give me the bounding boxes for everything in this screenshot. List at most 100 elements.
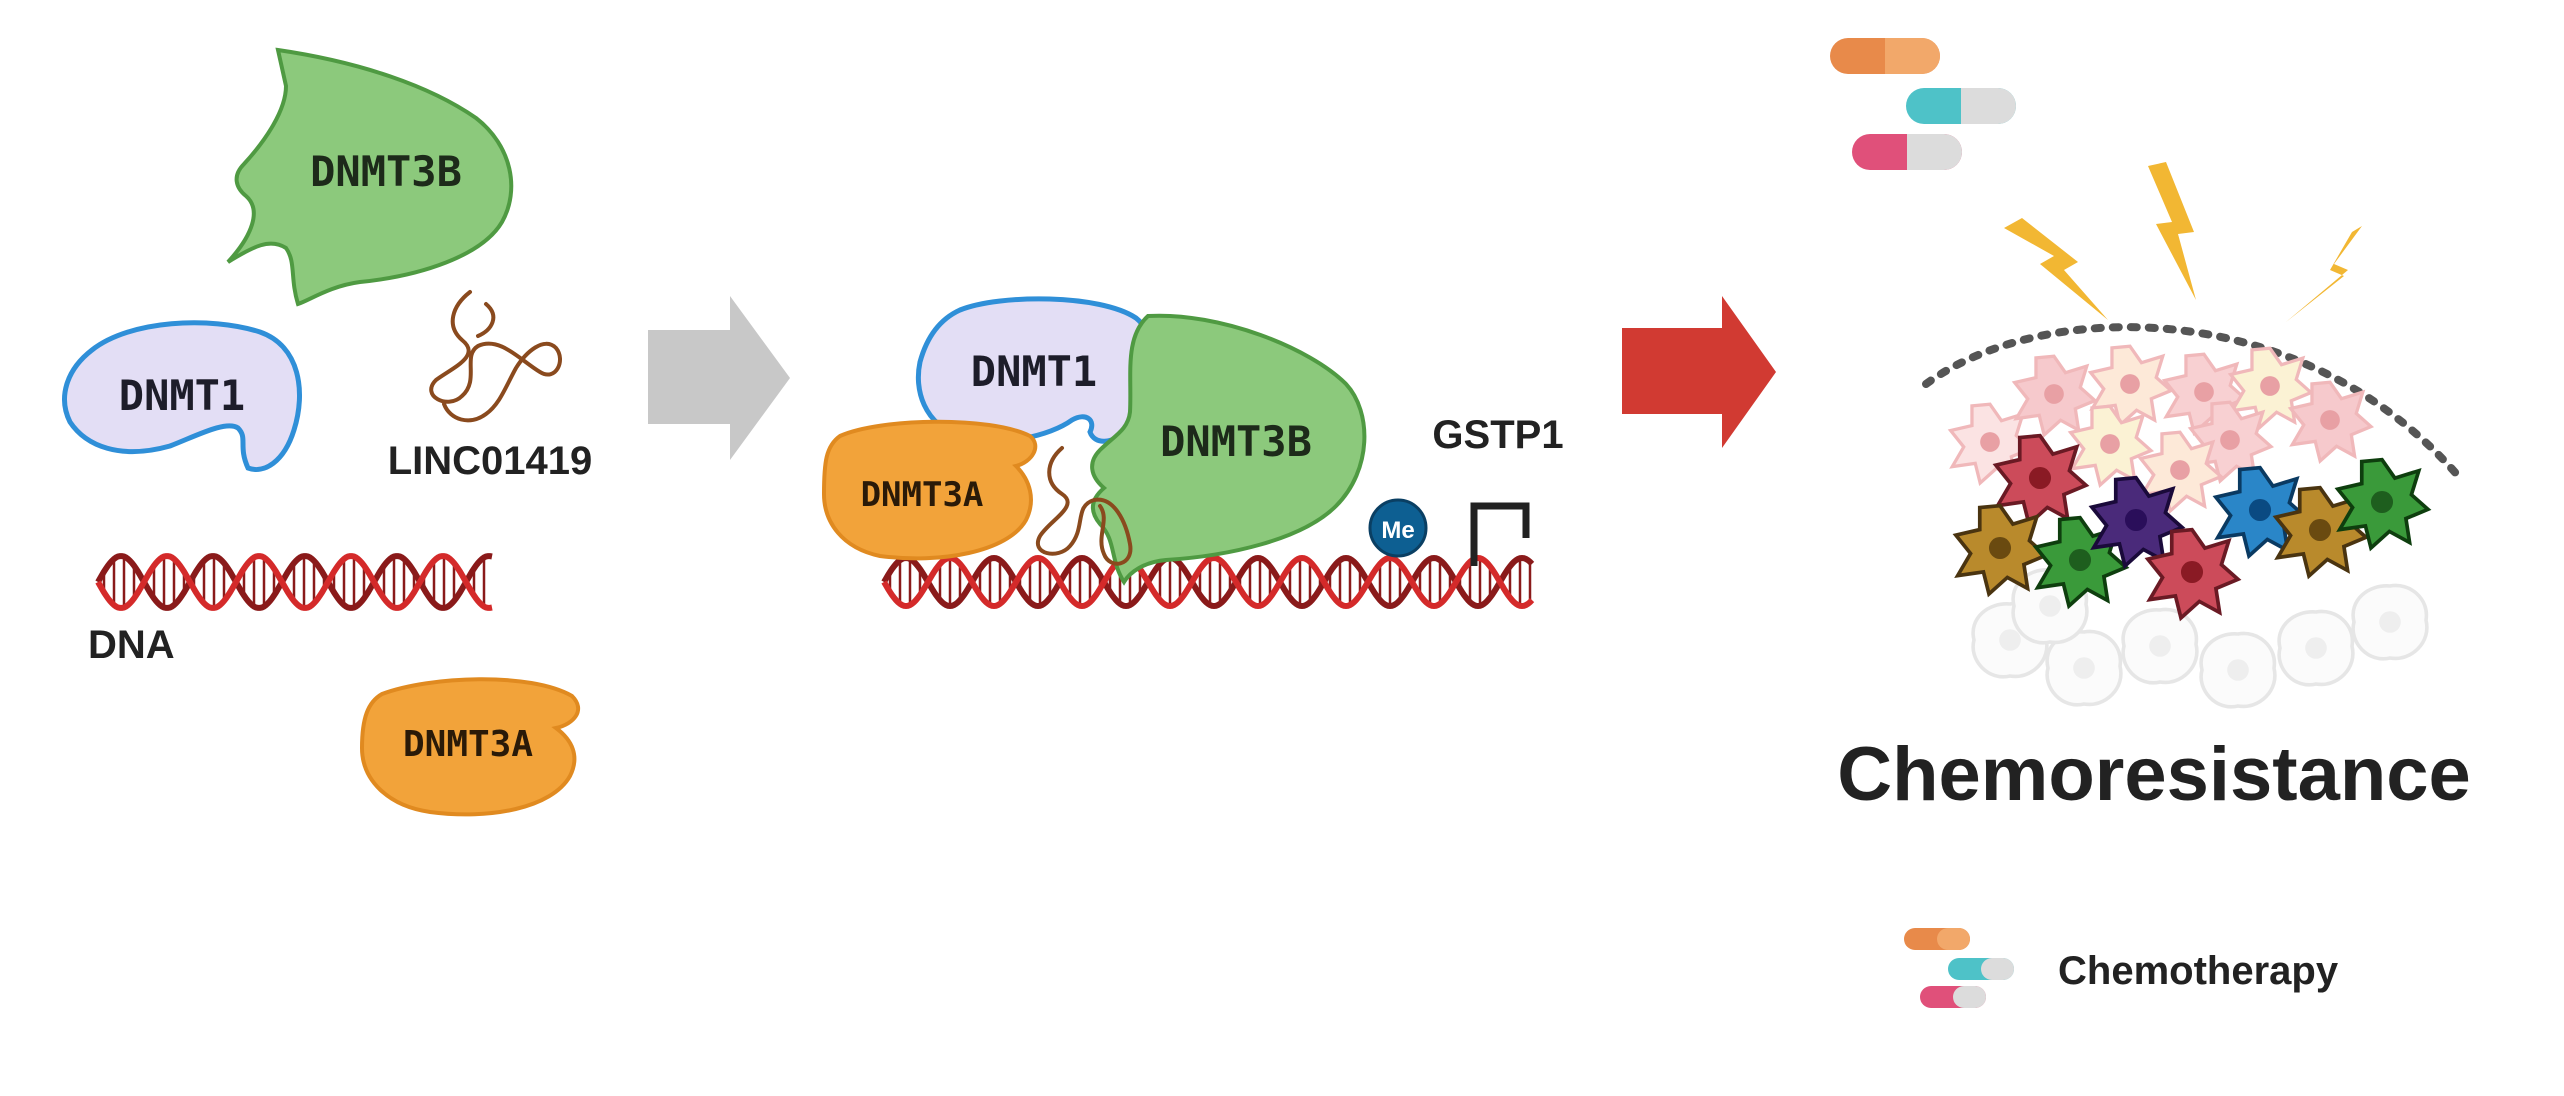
cell-nucleus [2308,518,2332,542]
dna-helix-bound [881,554,1535,610]
dnmt3a-free-protein: DNMT3A [359,677,580,817]
cancer-cell-icon [2188,400,2273,483]
dnmt3a-complex-protein: DNMT3A [821,419,1038,561]
healthy-cell [2277,609,2355,687]
cell-nucleus [2260,376,2280,396]
healthy-cell [1971,601,2049,679]
dna-label: DNA [88,623,175,667]
dna-helix [95,553,493,611]
cell-nucleus [2194,382,2214,402]
drug-barrier-dotted-arc [1922,323,2464,482]
lightning-group [2004,162,2362,322]
dna-strand [95,553,493,611]
cancer-cell-icon [1993,433,2088,526]
gstp1-gene: GSTP1 [1432,413,1564,566]
cell-nucleus [2170,460,2190,480]
legend-label: Chemotherapy [2058,949,2339,993]
methyl-group: Me [1368,498,1428,558]
cancer-cell-icon [2336,457,2430,550]
dnmt3a-shape [359,677,580,817]
legend: Chemotherapy [1904,928,2339,1008]
cancer-cell-icon [2090,475,2184,568]
cell-nucleus [2068,548,2092,572]
dna-strand [881,554,1535,610]
cancer-cell-icon [1953,503,2048,596]
dnmt1-complex-protein: DNMT1 [915,296,1155,444]
cell-nucleus [2039,595,2061,617]
dnmt1-free-label: DNMT1 [119,371,245,420]
healthy-cell [2045,629,2123,707]
rna-squiggle-tail [476,302,496,338]
healthy-cell [2121,607,2199,685]
cell-nucleus [2028,466,2052,490]
cell-nucleus [2220,430,2240,450]
dnmt1-complex-label: DNMT1 [971,347,1097,396]
dnmt3b-shape [226,47,514,307]
dna-bound [881,554,1535,610]
capsule-group [1830,38,2016,170]
dnmt3b-complex-label: DNMT3B [1160,417,1312,466]
dnmt3b-complex-protein: DNMT3B [1090,313,1367,586]
cell-nucleus [2305,637,2327,659]
dnmt3a-free-label: DNMT3A [403,724,533,765]
promoter-icon [1470,502,1530,566]
cell-nucleus [1999,629,2021,651]
cancer-cell-icon [2088,344,2173,427]
tumor-cell-cluster [1949,344,2430,709]
healthy-cell [2199,631,2277,709]
dnmt1-complex-shape [915,296,1155,444]
dnmt3a-complex-label: DNMT3A [861,475,984,515]
dnmt3b-free-protein: DNMT3B [226,47,514,307]
capsule-icon [1830,38,1940,74]
capsule-icon [1904,928,2014,1008]
linc01419-label: LINC01419 [388,439,593,483]
cancer-cell-icon [1949,402,2033,485]
gstp1-label: GSTP1 [1432,413,1563,457]
cancer-cell-icon [2214,465,2308,558]
cell-nucleus [2227,659,2249,681]
cancer-cell-icon [2068,404,2153,487]
rna-bound-squiggle [1036,446,1133,566]
methyl-circle [1368,498,1428,558]
chemoresistance-label: Chemoresistance [1837,732,2471,817]
cell-nucleus [2370,490,2394,514]
cancer-cell-icon [2146,527,2240,620]
capsule-icon [1906,88,2016,124]
cancer-cell-icon [2013,354,2097,437]
cell-nucleus [2100,434,2120,454]
dnmt3a-complex-shape [821,419,1038,561]
healthy-cell [2011,567,2089,645]
cancer-cell-icon [2138,430,2223,513]
healthy-cell [2351,583,2429,661]
cell-nucleus [2124,508,2148,532]
cell-nucleus [2248,498,2272,522]
rna-squiggle [429,290,562,423]
lightning-icon [2286,226,2362,322]
cell-nucleus [2120,374,2140,394]
dna-strand [881,554,1535,610]
methyl-label: Me [1381,517,1414,544]
cell-nucleus [2379,611,2401,633]
lightning-icon [2148,162,2196,300]
cancer-cell-icon [2274,485,2368,578]
cell-nucleus [2149,635,2171,657]
cancer-cell-icon [2288,380,2373,463]
gray-arrow-icon [648,296,790,460]
linc01419-rna: LINC01419 [388,290,593,483]
linc01419-bound [1036,446,1133,566]
cell-nucleus [1980,432,2000,452]
lightning-icon [2004,218,2108,320]
cancer-cell-icon [2162,352,2247,435]
dna-free: DNA [88,553,493,667]
dna-strand [95,553,493,611]
dnmt3b-complex-shape [1090,313,1367,586]
dnmt3b-free-label: DNMT3B [310,147,462,196]
cell-nucleus [2073,657,2095,679]
cell-nucleus [2320,410,2340,430]
red-arrow-icon [1622,296,1776,448]
cancer-cell-icon [2033,515,2128,608]
dnmt1-shape [62,320,302,472]
cell-nucleus [1988,536,2012,560]
cell-nucleus [2044,384,2064,404]
